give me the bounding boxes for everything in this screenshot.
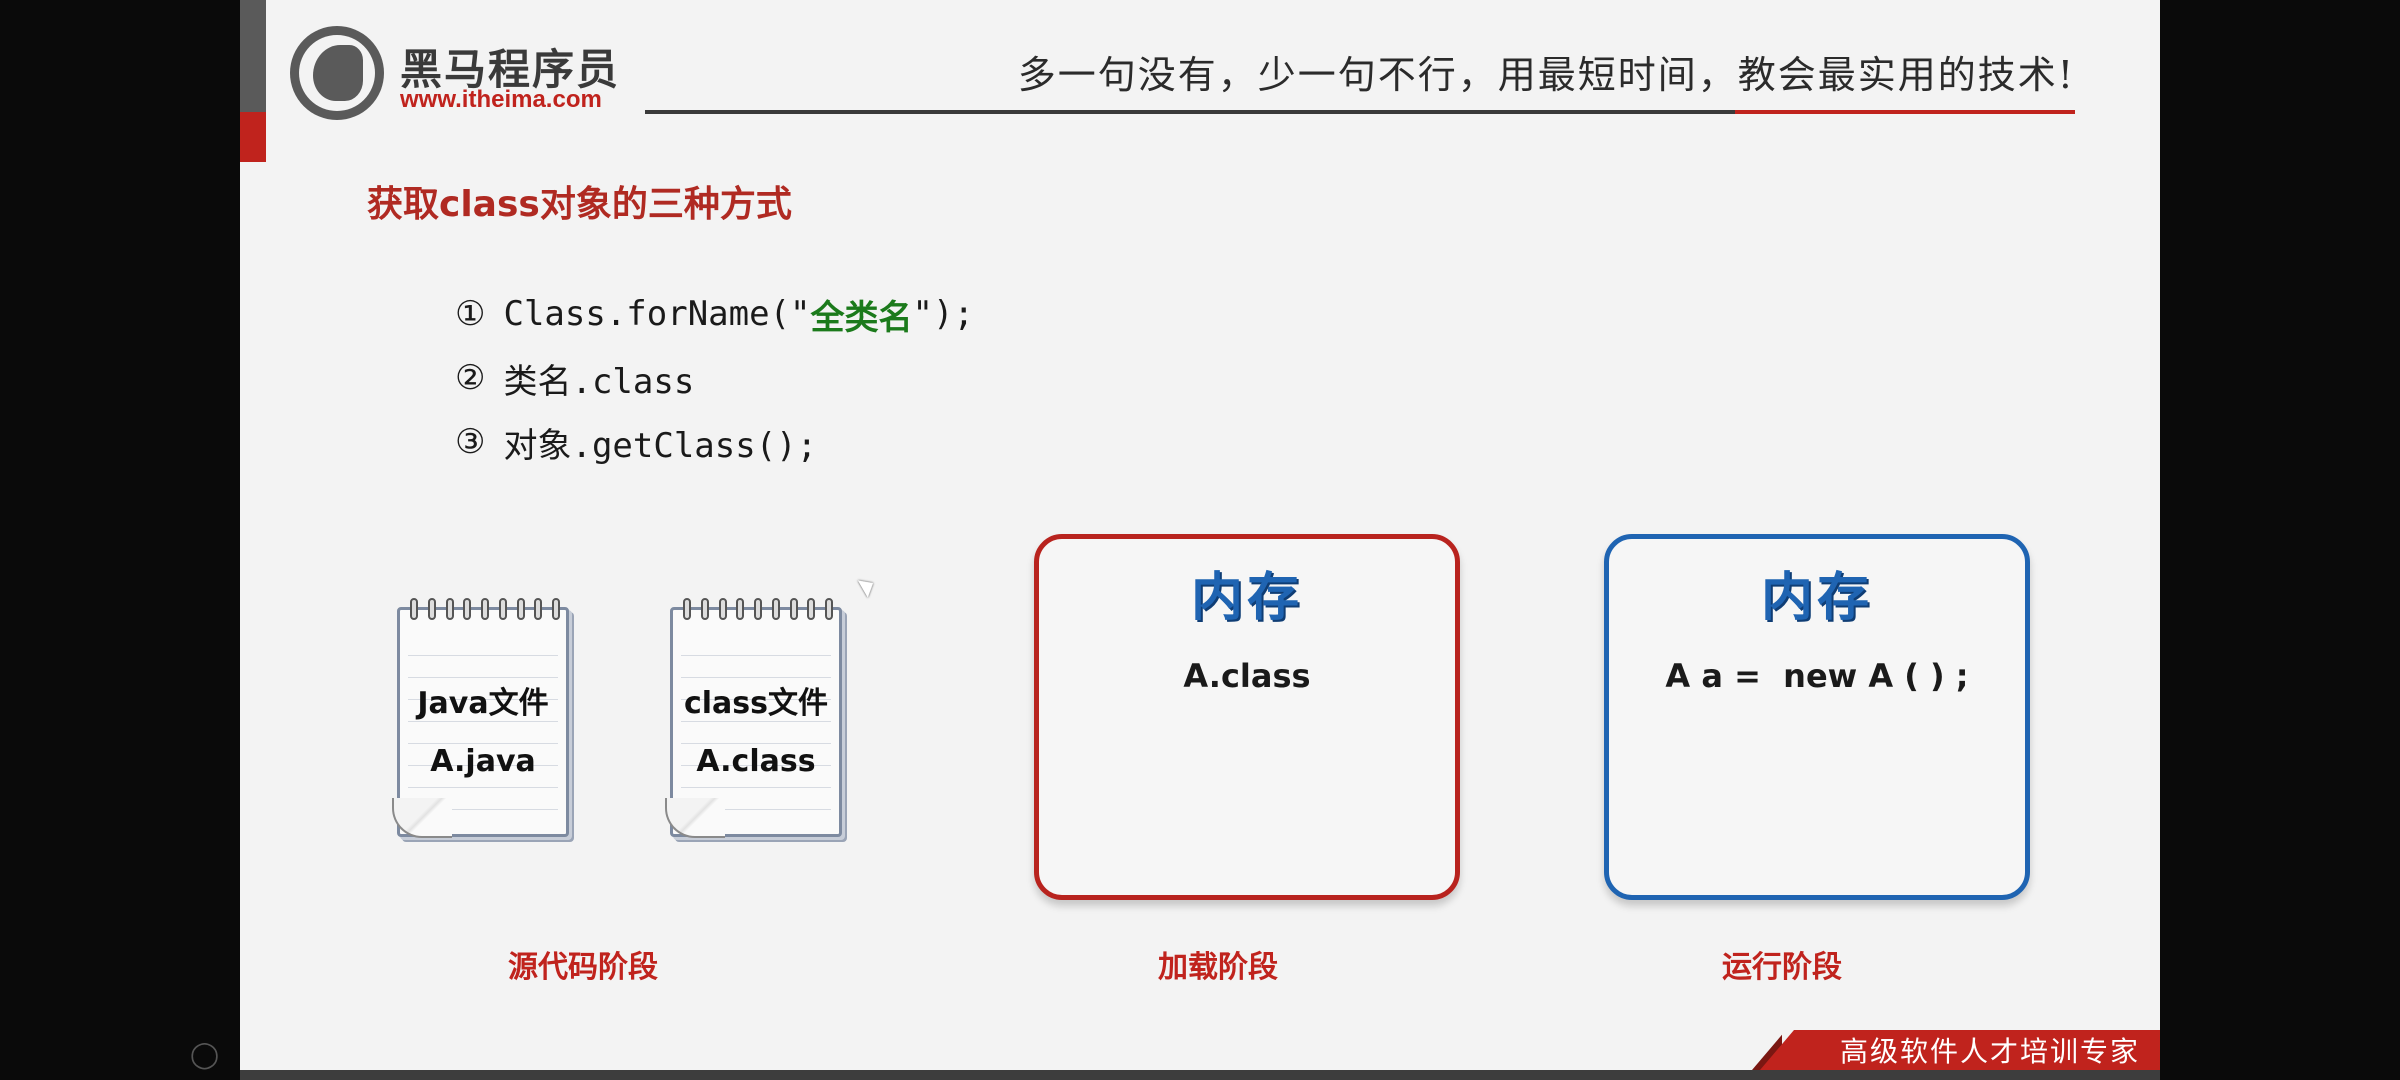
method-code: 类名.class <box>503 361 695 402</box>
memory-content: A a = new A ( ) ; <box>1665 657 1969 695</box>
notebook-file: A.java <box>430 744 536 779</box>
method-number: ③ <box>455 422 486 462</box>
side-strip-red <box>240 112 266 162</box>
notebook-rings-icon <box>683 598 833 620</box>
stage-label-source: 源代码阶段 <box>508 950 658 985</box>
stage-label-runtime: 运行阶段 <box>1722 950 1842 985</box>
method-item-3: ③ 对象.getClass(); <box>455 410 974 474</box>
method-code-suffix: "); <box>912 294 974 334</box>
headset-icon[interactable]: ◯ <box>190 1040 220 1070</box>
method-item-2: ② 类名.class <box>455 346 974 410</box>
notebook-file: A.class <box>696 744 816 779</box>
method-list: ① Class.forName("全类名"); ② 类名.class ③ 对象.… <box>455 282 974 474</box>
section-title: 获取class对象的三种方式 <box>367 184 792 225</box>
logo: 黑马程序员 www.itheima.com <box>290 26 630 120</box>
side-strip-grey <box>240 0 266 112</box>
stage-label-loading: 加载阶段 <box>1158 950 1278 985</box>
header-divider <box>645 110 2075 114</box>
horse-logo-icon <box>290 26 384 120</box>
notebook-java-file: Java文件 A.java <box>392 598 569 838</box>
method-number: ② <box>455 358 486 398</box>
notebook-class-file: class文件 A.class <box>665 598 842 838</box>
footer-tag: 高级软件人才培训专家 <box>1760 1030 2160 1070</box>
method-item-1: ① Class.forName("全类名"); <box>455 282 974 346</box>
page-curl-icon <box>665 798 725 838</box>
memory-title: 内存 <box>1760 568 1873 628</box>
header-divider-accent <box>1735 110 2075 114</box>
method-number: ① <box>455 294 486 334</box>
notebook-title: Java文件 <box>417 686 549 721</box>
page-curl-icon <box>392 798 452 838</box>
memory-box-loading: 内存 A.class <box>1034 534 1460 900</box>
notebook-rings-icon <box>410 598 560 620</box>
memory-title: 内存 <box>1190 568 1303 628</box>
method-code: 对象.getClass(); <box>503 425 818 466</box>
slogan: 多一句没有，少一句不行，用最短时间，教会最实用的技术! <box>1017 53 2075 97</box>
mouse-cursor-icon <box>857 574 879 598</box>
logo-url: www.itheima.com <box>400 86 602 113</box>
memory-content: A.class <box>1183 657 1311 695</box>
method-code-prefix: Class.forName(" <box>503 294 811 334</box>
method-code-highlight: 全类名 <box>810 297 913 338</box>
logo-name: 黑马程序员 <box>400 45 621 94</box>
slide-canvas: 黑马程序员 www.itheima.com 多一句没有，少一句不行，用最短时间，… <box>240 0 2160 1070</box>
notebook-title: class文件 <box>683 686 829 721</box>
memory-box-runtime: 内存 A a = new A ( ) ; <box>1604 534 2030 900</box>
bottom-bar <box>240 1070 2160 1080</box>
